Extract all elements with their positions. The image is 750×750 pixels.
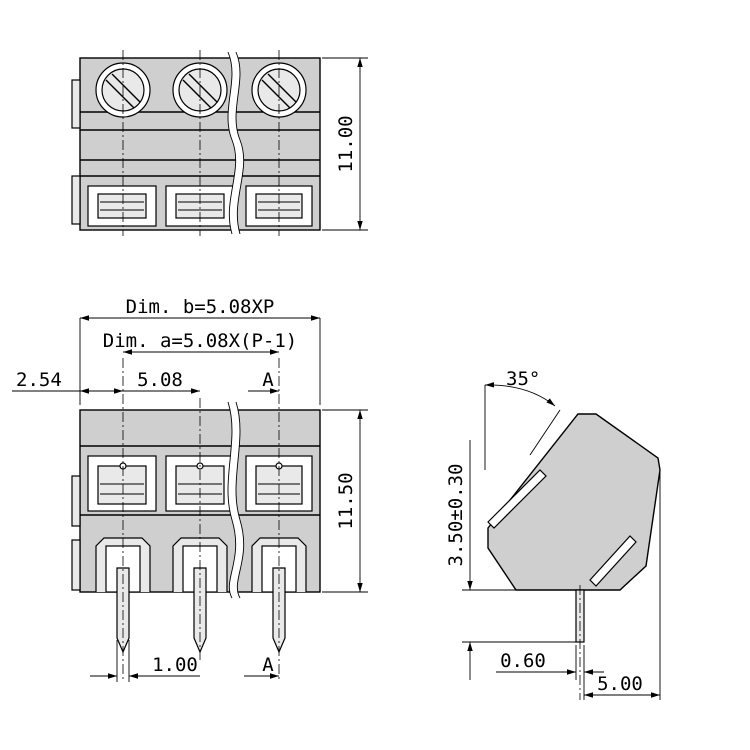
opening-1 (87, 455, 157, 512)
label-a-bottom: A (262, 654, 274, 676)
label-a-top: A (262, 369, 274, 391)
dim-offset: 2.54 (16, 369, 62, 391)
dim-top-height: 11.00 (335, 115, 357, 172)
top-left-tab (71, 79, 81, 129)
dim-front-height: 11.50 (335, 472, 357, 529)
dim-pitch: 5.08 (137, 369, 183, 391)
top-left-tab-lower (71, 175, 81, 225)
front-view: Dim. b=5.08XP Dim. a=5.08X(P-1) 2.54 5.0… (12, 296, 368, 682)
dim-angle: 35° (506, 368, 540, 390)
side-view: 35° 3.50±0.30 0.60 5.00 (445, 368, 661, 700)
dim-pin-thickness: 0.60 (500, 650, 546, 672)
dim-side-height: 3.50±0.30 (445, 464, 467, 567)
side-view-body (487, 413, 661, 591)
wire-entry-1 (87, 185, 157, 227)
dim-pin-width: 1.00 (152, 654, 198, 676)
dim-a-label: Dim. a=5.08X(P-1) (103, 330, 297, 352)
top-view: 11.00 (71, 50, 368, 236)
dim-b-label: Dim. b=5.08XP (126, 296, 275, 318)
dim-side-offset: 5.00 (597, 673, 643, 695)
